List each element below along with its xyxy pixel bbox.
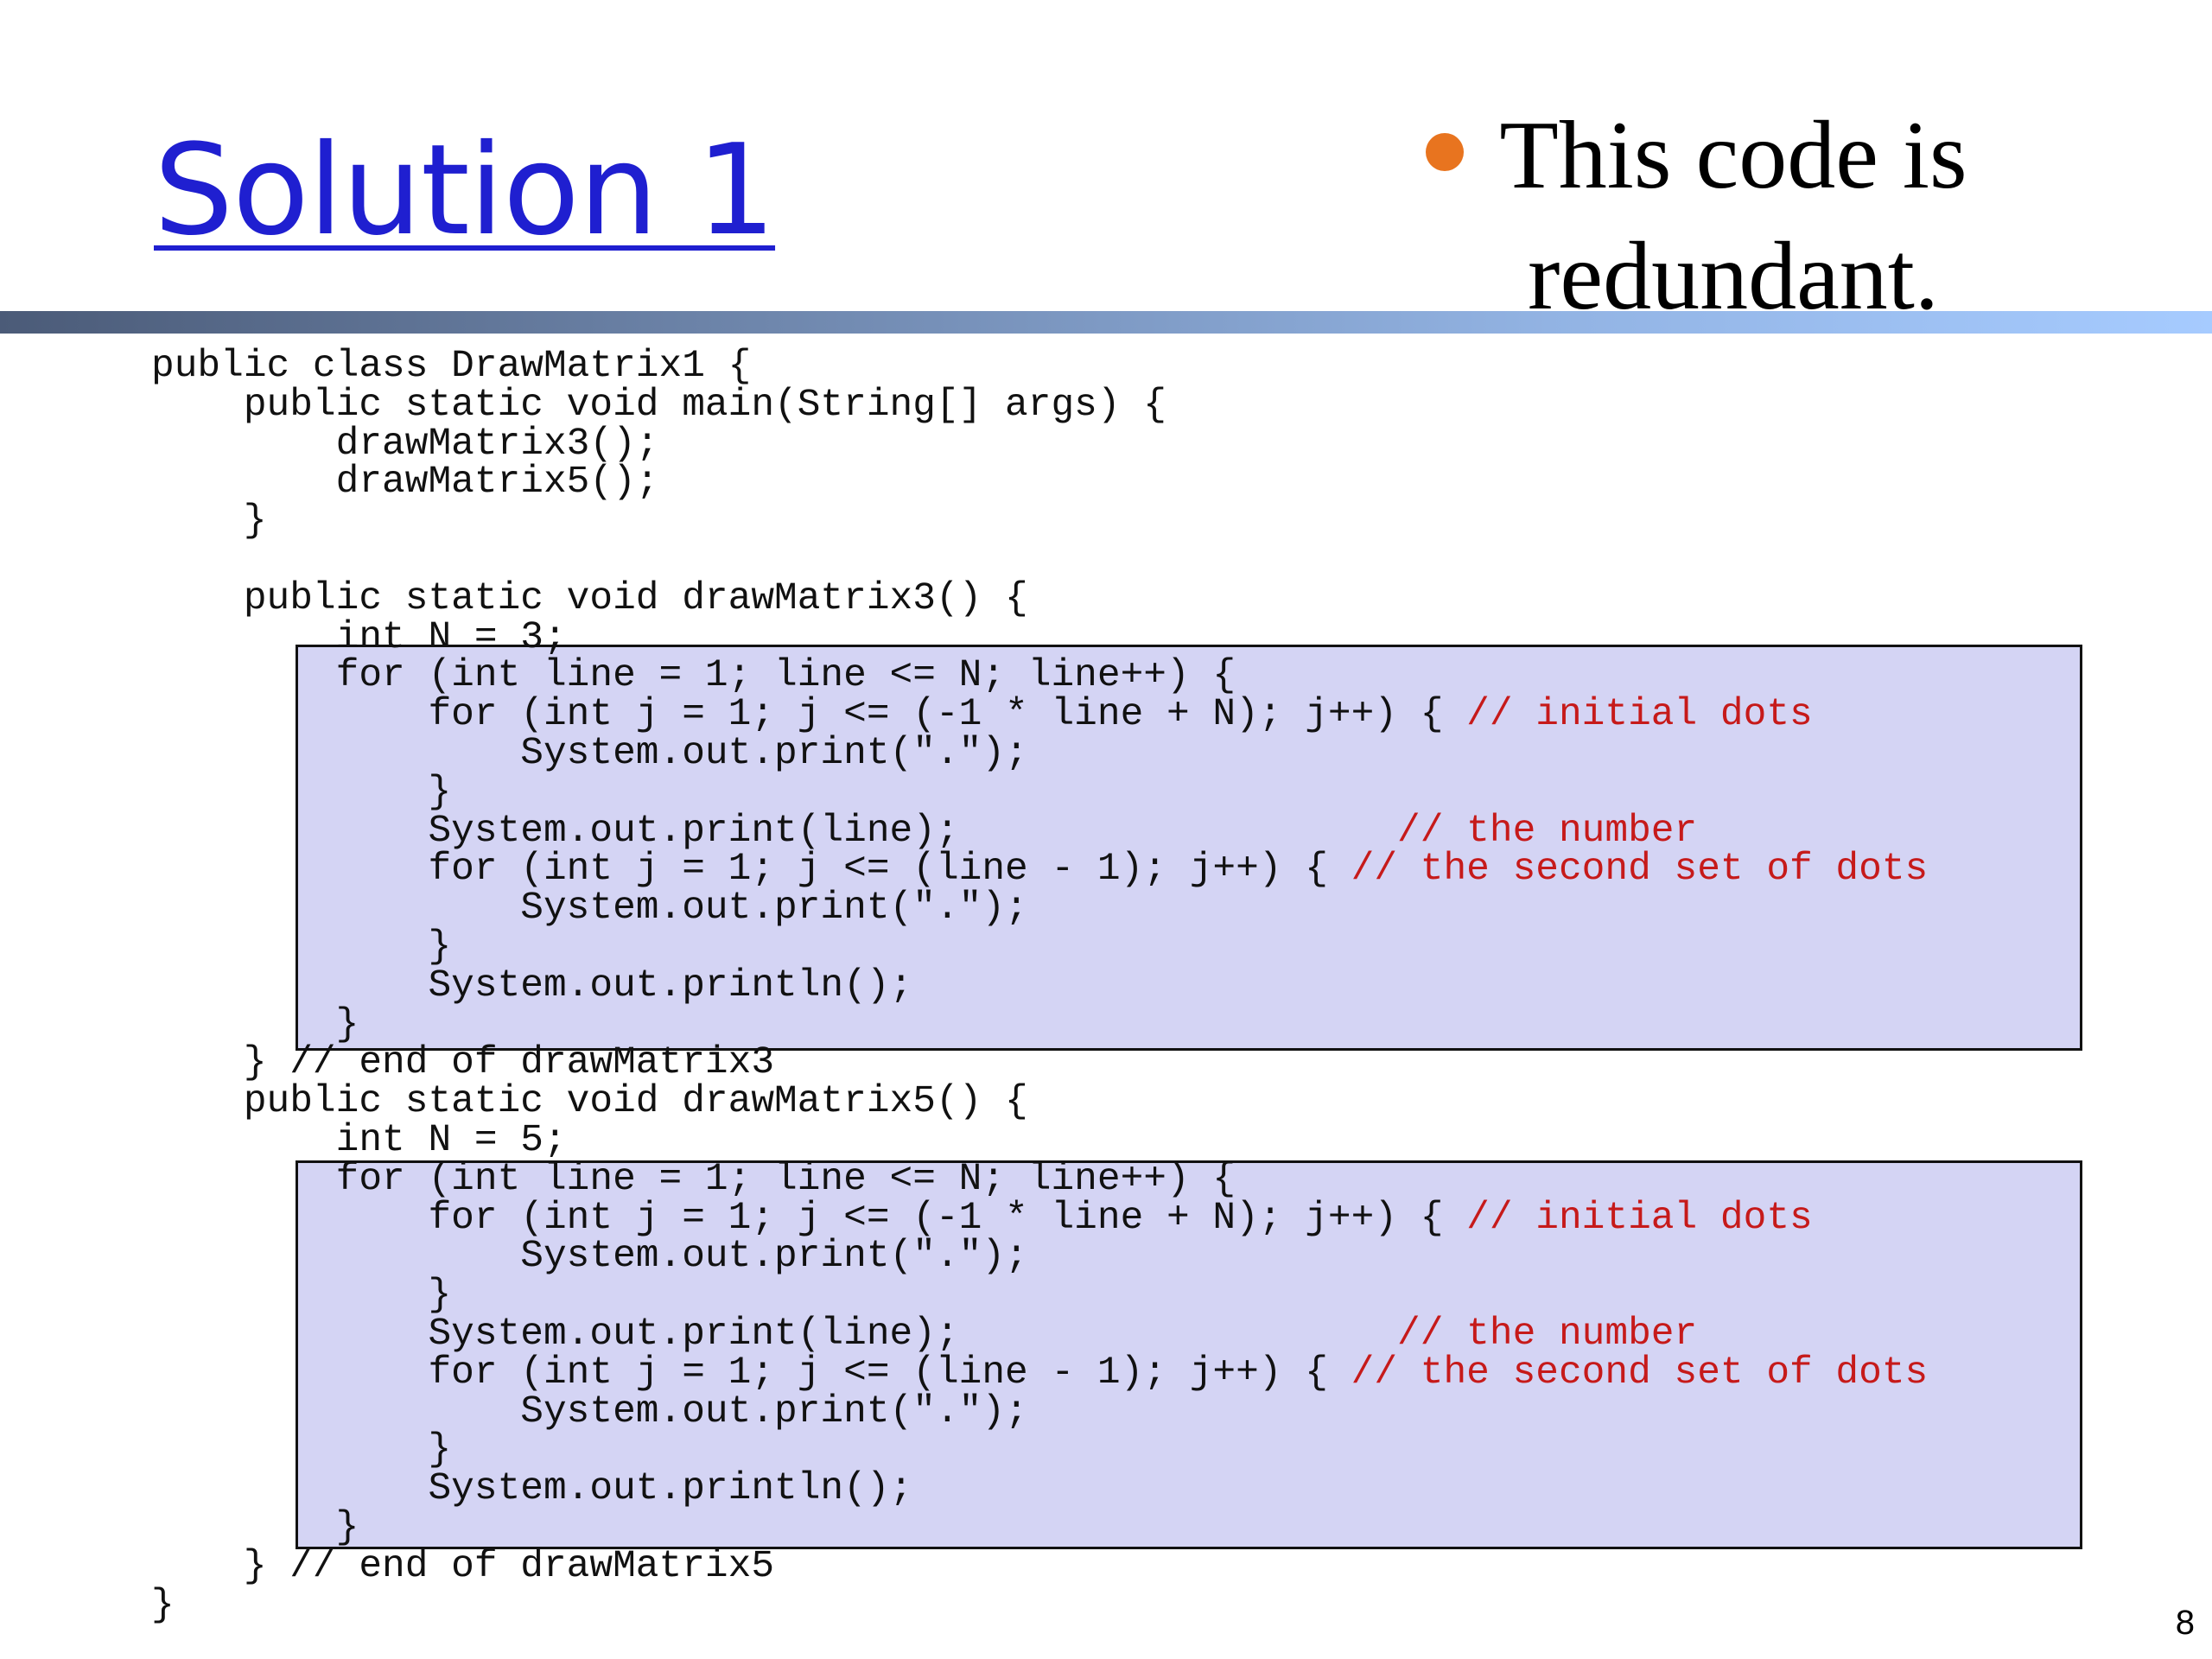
code-text: } // end of drawMatrix3: [151, 1041, 775, 1085]
code-line: for (int j = 1; j <= (line - 1); j++) { …: [151, 850, 1928, 889]
code-text: for (int line = 1; line <= N; line++) {: [151, 1157, 1236, 1201]
bullet-line-1: This code is: [1499, 102, 1967, 209]
code-text: drawMatrix3();: [151, 422, 659, 466]
code-line: }: [151, 1276, 1928, 1315]
code-text: drawMatrix5();: [151, 461, 659, 505]
bullet-text: This code is redundant.: [1491, 95, 1975, 337]
code-line: for (int j = 1; j <= (line - 1); j++) { …: [151, 1351, 1929, 1395]
code-text: public static void drawMatrix5() {: [151, 1080, 1028, 1124]
code-text: }: [151, 1505, 359, 1549]
code-comment: // the number: [1397, 1312, 1698, 1356]
highlight-box-drawmatrix5-loop: [296, 1160, 2082, 1549]
code-text: public class DrawMatrix1 {: [151, 345, 752, 388]
code-text: public static void drawMatrix3() {: [151, 576, 1028, 620]
code-line: int N = 5;: [151, 1122, 1928, 1160]
code-line: }: [151, 502, 1928, 541]
code-text: for (int j = 1; j <= (-1 * line + N); j+…: [151, 693, 1467, 737]
code-line: System.out.println();: [151, 1470, 1928, 1509]
code-line: int N = 3;: [151, 615, 1928, 659]
code-line: }: [151, 1431, 1928, 1470]
code-text: System.out.print(".");: [151, 1235, 1028, 1279]
code-text: System.out.print(".");: [151, 731, 1028, 775]
code-line: } // end of drawMatrix3: [151, 1044, 1928, 1083]
code-text: }: [151, 499, 267, 543]
code-text: } // end of drawMatrix5: [151, 1544, 775, 1588]
code-comment: // the number: [1397, 809, 1698, 853]
code-text: System.out.print(".");: [151, 1389, 1028, 1433]
code-line: }: [151, 1586, 1928, 1625]
code-text: for (int j = 1; j <= (-1 * line + N); j+…: [151, 1196, 1467, 1240]
code-text: System.out.print(line);: [151, 809, 1398, 853]
slide-title: Solution 1: [154, 118, 776, 264]
code-line: System.out.print(".");: [151, 1237, 1928, 1276]
code-line: public static void drawMatrix5() {: [151, 1083, 1928, 1122]
code-text: public static void main(String[] args) {: [151, 383, 1166, 427]
code-line: public static void drawMatrix3() {: [151, 576, 1928, 620]
title-divider: [0, 311, 2212, 334]
code-line: }: [151, 1002, 1928, 1046]
bullet-dot-icon: [1426, 133, 1464, 171]
code-line: System.out.print(line); // the number: [151, 1315, 1928, 1354]
code-line: }: [151, 928, 1928, 967]
code-line: }: [151, 770, 1928, 814]
code-text: }: [151, 925, 452, 969]
code-text: for (int j = 1; j <= (line - 1); j++) {: [151, 848, 1351, 892]
code-comment: // initial dots: [1466, 1196, 1813, 1240]
code-line: System.out.print(line); // the number: [151, 809, 1928, 853]
code-text: for (int j = 1; j <= (line - 1); j++) {: [151, 1351, 1351, 1395]
code-text: }: [151, 1583, 175, 1627]
code-comment: // the second set of dots: [1351, 1351, 1929, 1395]
code-line: }: [151, 1509, 1928, 1548]
code-line: drawMatrix3();: [151, 422, 1928, 466]
code-text: }: [151, 1428, 452, 1472]
code-line: for (int line = 1; line <= N; line++) {: [151, 657, 1928, 696]
highlight-box-drawmatrix3-loop: [296, 645, 2082, 1051]
code-text: }: [151, 770, 452, 814]
code-text: System.out.println();: [151, 1467, 913, 1511]
code-line: for (int line = 1; line <= N; line++) {: [151, 1160, 1928, 1199]
page-number: 8: [2175, 1604, 2195, 1642]
code-comment: // the second set of dots: [1351, 848, 1929, 892]
code-block: public class DrawMatrix1 { public static…: [151, 347, 1928, 1624]
code-text: for (int line = 1; line <= N; line++) {: [151, 654, 1236, 698]
code-line: public static void main(String[] args) {: [151, 383, 1928, 427]
code-text: [151, 538, 175, 582]
code-text: int N = 5;: [151, 1118, 567, 1162]
code-line: } // end of drawMatrix5: [151, 1544, 1928, 1588]
code-line: public class DrawMatrix1 {: [151, 347, 1928, 386]
code-line: System.out.print(".");: [151, 1389, 1928, 1433]
code-line: System.out.println();: [151, 963, 1928, 1007]
code-text: }: [151, 1274, 452, 1318]
code-text: System.out.print(".");: [151, 887, 1028, 931]
code-line: System.out.print(".");: [151, 889, 1928, 928]
code-line: for (int j = 1; j <= (-1 * line + N); j+…: [151, 696, 1928, 734]
code-text: System.out.print(line);: [151, 1312, 1398, 1356]
code-line: drawMatrix5();: [151, 463, 1928, 502]
code-line: for (int j = 1; j <= (-1 * line + N); j+…: [151, 1196, 1928, 1240]
code-line: System.out.print(".");: [151, 734, 1928, 773]
code-line: [151, 541, 1928, 580]
code-text: int N = 3;: [151, 615, 567, 659]
code-text: System.out.println();: [151, 963, 913, 1007]
code-comment: // initial dots: [1466, 693, 1813, 737]
code-text: }: [151, 1002, 359, 1046]
